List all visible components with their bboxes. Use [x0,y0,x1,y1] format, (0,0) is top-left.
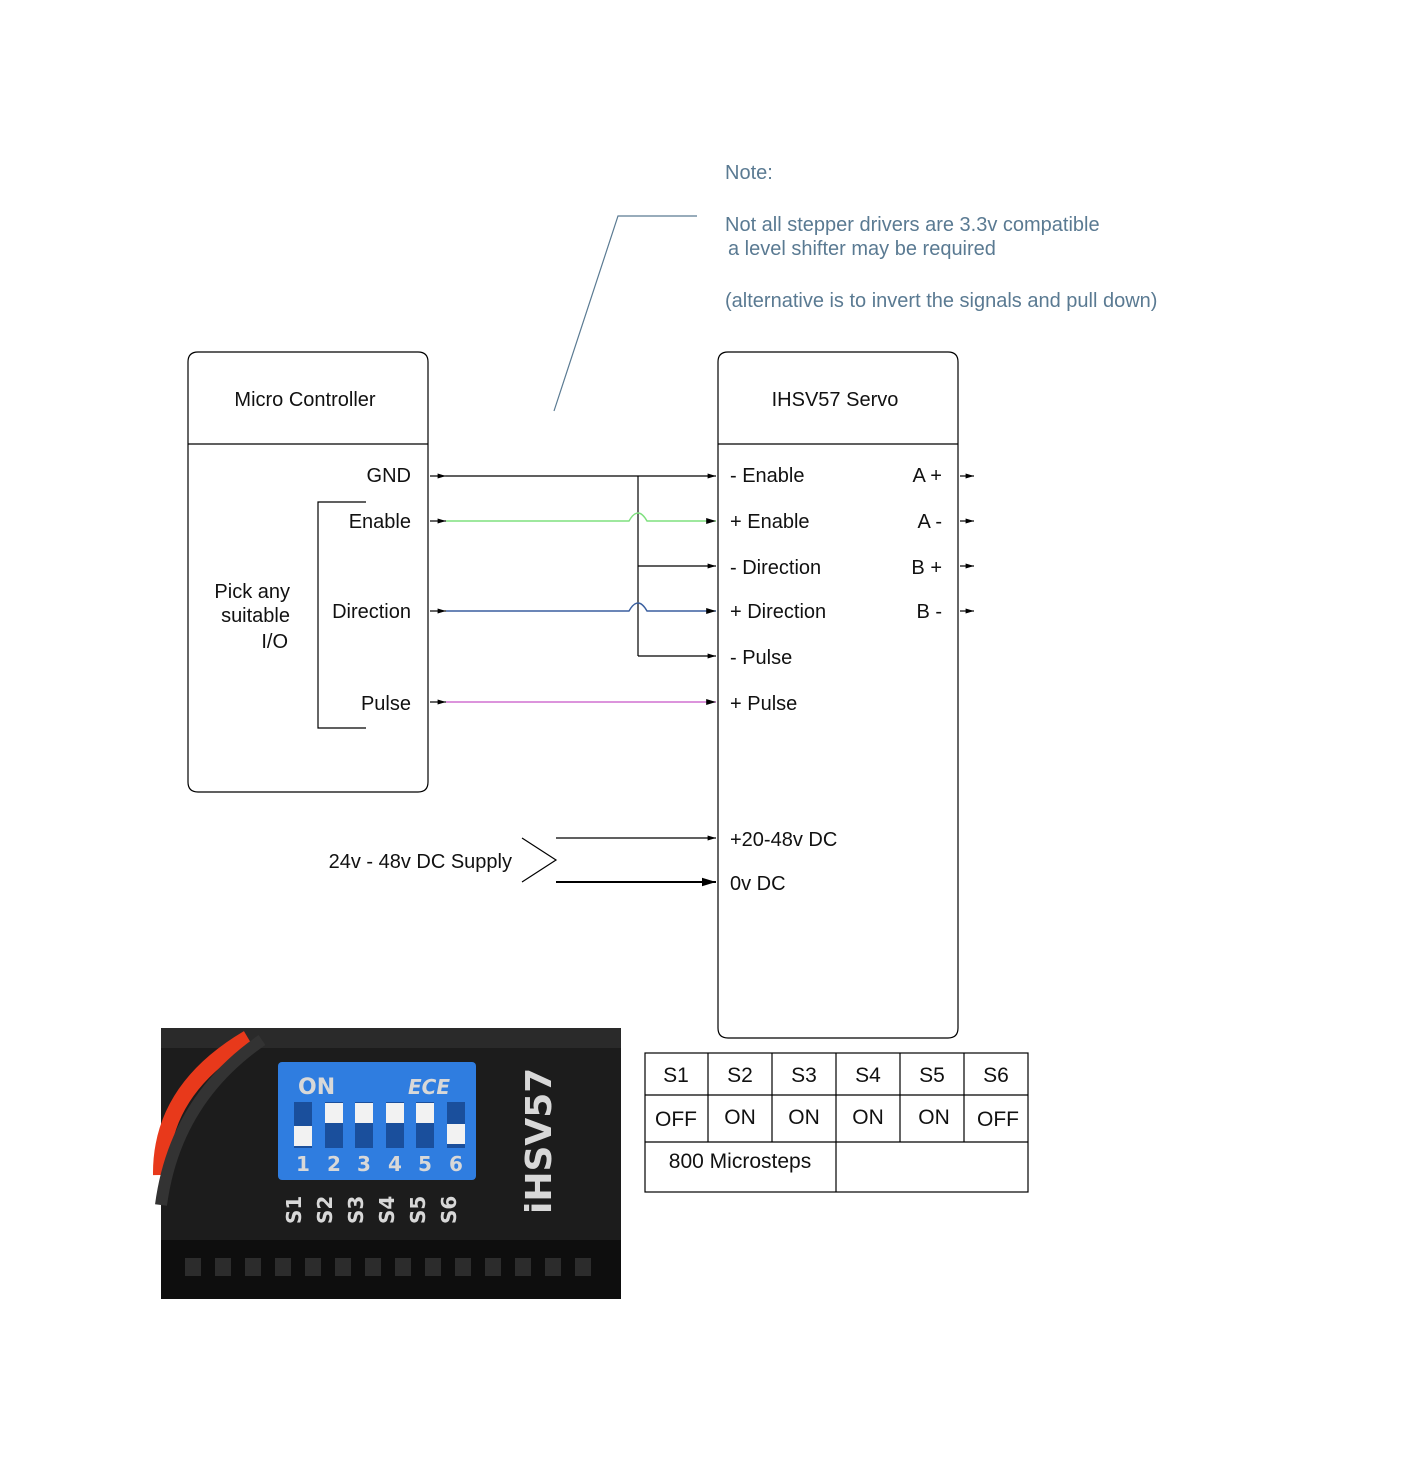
table-value-s6: OFF [977,1108,1019,1131]
black-power-wire [155,1035,266,1206]
supply-chevron [521,837,558,883]
io-group-label-3: I/O [261,631,288,653]
servo-input-minus-pulse: - Pulse [730,647,792,669]
servo-output-a-minus: A - [918,511,942,533]
dip-on-label: ON [298,1075,335,1100]
switch-label-s4: S4 [375,1196,399,1224]
servo-input-minus-enable: - Enable [730,465,805,487]
pin-enable: Enable [349,511,411,533]
dip-switch-photo: ON ECE 1 2 3 4 5 6 S1 S2 S3 S4 S5 S6 iHS… [152,1028,621,1299]
note-line-1: Not all stepper drivers are 3.3v compati… [725,214,1100,236]
servo-power-positive: +20-48v DC [730,829,837,851]
dip-number-1: 1 [296,1152,310,1176]
table-header-s1: S1 [663,1064,689,1087]
io-group-bracket [317,501,366,729]
table-header-s5: S5 [919,1064,945,1087]
table-value-s2: ON [724,1106,756,1129]
servo-input-plus-pulse: + Pulse [730,693,797,715]
wire-enable [446,512,716,524]
table-value-s3: ON [788,1106,820,1129]
table-header-s3: S3 [791,1064,817,1087]
supply-label: 24v - 48v DC Supply [329,851,512,873]
wires [430,473,716,705]
wire-direction [446,602,716,614]
dip-number-4: 4 [388,1152,402,1176]
table-value-s1: OFF [655,1108,697,1131]
table-header-s6: S6 [983,1064,1009,1087]
dip-number-3: 3 [357,1152,371,1176]
table-header-s4: S4 [855,1064,881,1087]
photo-model-label: iHSV57 [519,1068,560,1214]
table-header-s2: S2 [727,1064,753,1087]
note-heading: Note: [725,162,773,184]
pin-pulse: Pulse [361,693,411,715]
note-line-3: (alternative is to invert the signals an… [725,290,1157,312]
servo-output-b-plus: B + [911,557,942,579]
dip-switch-body [278,1062,476,1180]
micro-controller-block: Micro Controller GND Enable Direction Pu… [187,351,429,793]
dip-brand-mark: ECE [408,1075,450,1099]
note-line-2: a level shifter may be required [728,238,996,260]
note: Note: Not all stepper drivers are 3.3v c… [553,162,1157,412]
power-supply: 24v - 48v DC Supply [329,835,716,887]
io-group-label-1: Pick any [214,581,290,603]
pin-direction: Direction [332,601,411,623]
servo-output-b-minus: B - [916,601,942,623]
servo-input-plus-direction: + Direction [730,601,826,623]
note-callout-line [553,215,697,412]
servo-power-ground: 0v DC [730,873,786,895]
servo-title: IHSV57 Servo [772,389,899,411]
red-power-wire [152,1031,253,1176]
servo-output-a-plus: A + [913,465,942,487]
micro-controller-outline [187,351,429,793]
servo-outline [717,351,959,1039]
servo-input-plus-enable: + Enable [730,511,810,533]
io-group-label-2: suitable [221,605,290,627]
table-value-s5: ON [918,1106,950,1129]
switch-label-s3: S3 [344,1196,368,1224]
switch-label-s1: S1 [282,1196,306,1224]
switch-label-s2: S2 [313,1196,337,1224]
dip-settings-table: S1 S2 S3 S4 S5 S6 OFF ON ON ON ON OFF 80… [644,1052,1029,1193]
dip-switches [294,1102,465,1148]
dip-number-6: 6 [449,1152,463,1176]
table-value-s4: ON [852,1106,884,1129]
servo-input-minus-direction: - Direction [730,557,821,579]
dip-number-5: 5 [418,1152,432,1176]
micro-controller-title: Micro Controller [234,389,375,411]
switch-label-s5: S5 [406,1196,430,1224]
header-pins [185,1258,591,1276]
dip-number-2: 2 [327,1152,341,1176]
servo-block: IHSV57 Servo - Enable + Enable - Directi… [717,351,974,1039]
pin-gnd: GND [367,465,411,487]
table-footer-microsteps: 800 Microsteps [669,1150,811,1173]
switch-label-s6: S6 [437,1196,461,1224]
